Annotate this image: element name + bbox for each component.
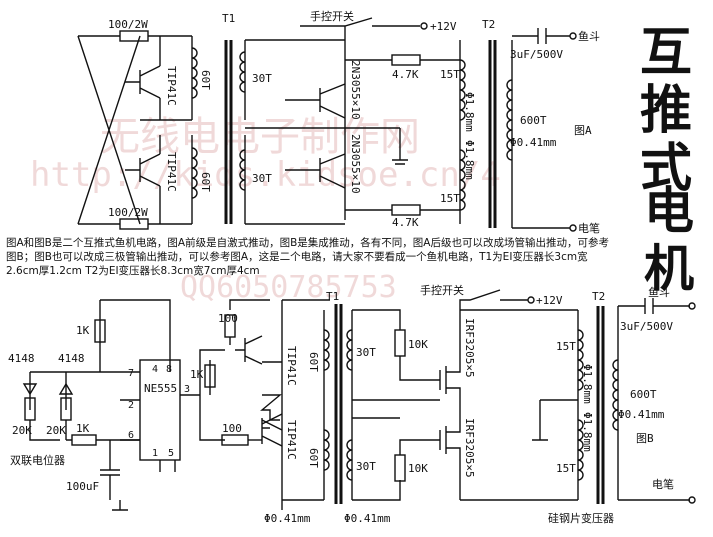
a-t2-sec-wire-label: Φ0.41mm [510, 136, 557, 149]
a-q-drive-bottom-label: TIP41C [165, 152, 178, 192]
a-t2-sec-label: 600T [520, 114, 547, 127]
b-res-1k-c-label: 1K [190, 368, 204, 381]
b-out-bottom-label: 电笔 [652, 477, 674, 491]
b-res-1k-a-label: 1K [76, 324, 90, 337]
b-t2-pri-top-label: 15T [556, 340, 576, 353]
b-cap-label: 3uF/500V [620, 320, 673, 333]
a-t1-pri-bottom-label: 30T [252, 172, 272, 185]
b-t2-sec-wire-label: Φ0.41mm [618, 408, 665, 421]
b-pin2-label: 2 [128, 400, 134, 411]
b-pin4-label: 4 [152, 364, 158, 375]
b-pin7-label: 7 [128, 368, 134, 379]
b-mos-bottom-label: IRF3205×5 [463, 418, 476, 478]
circuit-b-wiring [22, 289, 696, 511]
b-t2-wire-bottom-label: Φ1.8mm [581, 412, 594, 452]
b-supply-label: +12V [536, 294, 563, 307]
a-q-out-bottom-label: 2N3055×10 [349, 134, 362, 194]
b-out-top-label: 鱼斗 [648, 285, 670, 299]
a-t2-pri-top-label: 15T [440, 68, 460, 81]
title-char-3: 式 [640, 138, 692, 199]
b-res-100-b-label: 100 [222, 422, 242, 435]
a-out-bottom-label: 电笔 [578, 221, 600, 235]
b-switch-label: 手控开关 [420, 283, 464, 297]
a-res-top-label: 100/2W [108, 18, 148, 31]
a-t1-sec-top-label: 60T [199, 70, 212, 90]
a-t1-label: T1 [222, 12, 235, 25]
b-diode-b-label: 4148 [58, 352, 85, 365]
b-t1-pri-bottom-label: 30T [356, 460, 376, 473]
b-mos-top-label: IRF3205×5 [463, 318, 476, 378]
a-res-47k-top-label: 4.7K [392, 68, 419, 81]
b-t1-sec-bottom-label: 60T [307, 448, 320, 468]
a-q-out-top-label: 2N3055×10 [349, 60, 362, 120]
b-t1-sec-top-label: 60T [307, 352, 320, 372]
a-fig-label: 图A [574, 124, 592, 137]
title-char-2: 推 [640, 80, 692, 141]
title-char-4-block: 电 [644, 181, 694, 240]
description-text: 图A和图B是二个互推式鱼机电路，图A前级是自激式推动，图B是集成推动，各有不同，… [6, 237, 609, 277]
a-t1-sec-bottom-label: 60T [199, 172, 212, 192]
b-res-10k-bottom-label: 10K [408, 462, 428, 475]
title-char-6-block: 机 [644, 239, 694, 298]
b-res-100-a-label: 100 [218, 312, 238, 325]
a-t2-wire-bottom-label: Φ1.8mm [463, 140, 476, 180]
a-cap-label: 3uF/500V [510, 48, 563, 61]
b-t1-pri-top-label: 30T [356, 346, 376, 359]
b-t1-wire-sec-label: Φ0.41mm [264, 512, 311, 525]
b-diode-a-label: 4148 [8, 352, 35, 365]
b-res-10k-top-label: 10K [408, 338, 428, 351]
a-q-drive-top-label: TIP41C [165, 66, 178, 106]
b-cap-timing-label: 100uF [66, 480, 99, 493]
b-pin5-label: 5 [168, 448, 174, 459]
b-res-1k-b-label: 1K [76, 422, 90, 435]
circuit-a-wiring [77, 17, 577, 232]
a-t1-pri-top-label: 30T [252, 72, 272, 85]
b-pot-b-label: 20K [46, 424, 66, 437]
b-pin3-label: 3 [184, 384, 190, 395]
watermark-line-2: http://kids.kidsoe.cn/4 [30, 155, 501, 195]
b-ic-label: NE555 [144, 382, 177, 395]
b-transformer-type-label: 硅钢片变压器 [548, 511, 614, 525]
title-char-1: 互 [640, 22, 692, 83]
watermark-line-1: 无线电电子制作网 [100, 114, 420, 160]
b-pin1-label: 1 [152, 448, 158, 459]
b-pot-name-label: 双联电位器 [10, 453, 65, 467]
b-pin6-label: 6 [128, 430, 134, 441]
a-out-top-label: 鱼斗 [578, 29, 600, 43]
b-t2-wire-top-label: Φ1.8mm [581, 364, 594, 404]
b-q-bottom-label: TIP41C [285, 420, 298, 460]
b-t2-sec-label: 600T [630, 388, 657, 401]
b-fig-label: 图B [636, 432, 654, 445]
b-pot-a-label: 20K [12, 424, 32, 437]
b-t2-label: T2 [592, 290, 605, 303]
a-t2-label: T2 [482, 18, 495, 31]
b-t1-label: T1 [326, 290, 339, 303]
watermark-line-3: QQ6050785753 [180, 270, 397, 305]
b-t1-wire-pri-label: Φ0.41mm [344, 512, 391, 525]
a-res-47k-bottom-label: 4.7K [392, 216, 419, 229]
a-supply-label: +12V [430, 20, 457, 33]
a-switch-label: 手控开关 [310, 9, 354, 23]
b-pin8-label: 8 [166, 364, 172, 375]
b-t2-pri-bottom-label: 15T [556, 462, 576, 475]
a-t2-wire-top-label: Φ1.8mm [463, 92, 476, 132]
b-q-top-label: TIP41C [285, 346, 298, 386]
a-res-bottom-label: 100/2W [108, 206, 148, 219]
a-t2-pri-bottom-label: 15T [440, 192, 460, 205]
